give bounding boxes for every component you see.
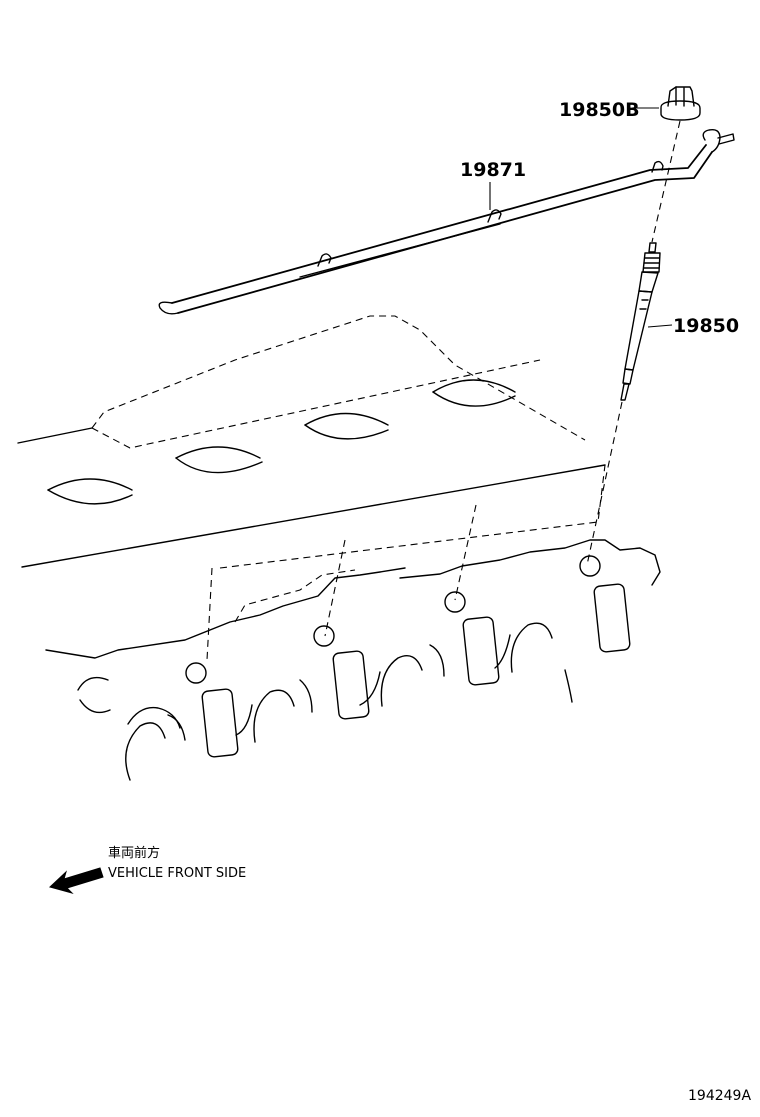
- label-19850: 19850: [673, 315, 739, 337]
- direction-label-jp: 車両前方: [108, 845, 160, 861]
- glow-plug-19850: [620, 242, 661, 401]
- direction-label-en: VEHICLE FRONT SIDE: [108, 866, 246, 881]
- label-19850b: 19850B: [559, 99, 640, 121]
- connector-19850b: [660, 86, 701, 121]
- cylinder-head: [17, 315, 661, 781]
- figure-id: 194249A: [688, 1088, 751, 1104]
- label-19871: 19871: [460, 159, 526, 181]
- glow-plug-bar-19871: [158, 128, 735, 315]
- front-arrow-icon: [49, 867, 104, 894]
